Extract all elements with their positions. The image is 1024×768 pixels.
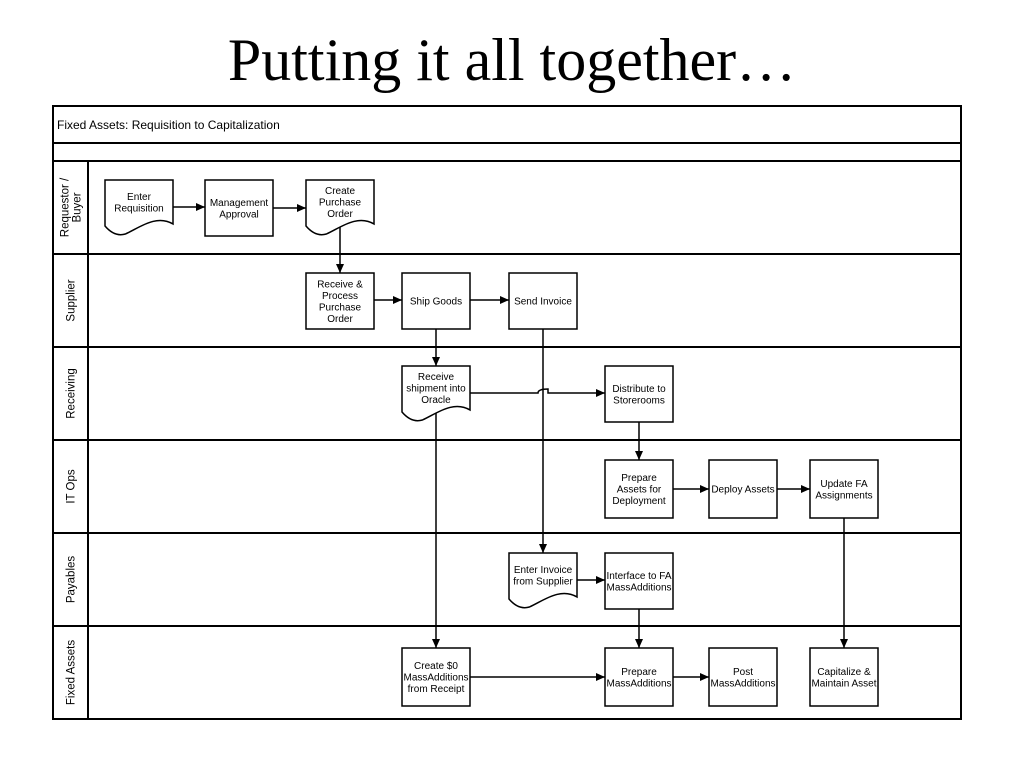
document-shape <box>104 179 174 236</box>
lane-label-receiving: Receiving <box>66 368 78 419</box>
process-shape <box>305 272 375 330</box>
node-deploy-assets: Deploy Assets <box>708 459 778 519</box>
lane-label-supplier: Supplier <box>66 279 78 321</box>
node-label: Capitalize &Maintain Asset <box>811 667 876 690</box>
diagram-frame <box>52 105 962 720</box>
node-ship-goods: Ship Goods <box>401 272 471 330</box>
process-shape <box>708 647 778 707</box>
lane-label-fixed: Fixed Assets <box>66 640 78 705</box>
process-shape <box>604 552 674 610</box>
process-shape <box>809 647 879 707</box>
diagram-title: Fixed Assets: Requisition to Capitalizat… <box>57 118 280 132</box>
process-shape <box>604 459 674 519</box>
process-shape <box>401 272 471 330</box>
document-shape <box>508 552 578 609</box>
node-send-invoice: Send Invoice <box>508 272 578 330</box>
lane-label-payables: Payables <box>66 556 78 604</box>
node-capitalize: Capitalize &Maintain Asset <box>809 647 879 707</box>
document-shape <box>401 365 471 422</box>
node-label: Send Invoice <box>514 297 572 308</box>
process-shape <box>204 179 274 237</box>
lane-label-itops: IT Ops <box>66 469 78 504</box>
document-shape <box>305 179 375 236</box>
node-label: Ship Goods <box>410 297 462 308</box>
process-shape <box>401 647 471 707</box>
process-shape <box>604 365 674 423</box>
process-shape <box>604 647 674 707</box>
process-shape <box>508 272 578 330</box>
lane-label-buyer: Requestor /Buyer <box>60 177 84 237</box>
node-label: Deploy Assets <box>711 485 774 496</box>
edge-receive-ship-to-distribute <box>470 388 605 397</box>
process-shape <box>708 459 778 519</box>
process-shape <box>809 459 879 519</box>
slide-title: Putting it all together… <box>227 27 797 93</box>
